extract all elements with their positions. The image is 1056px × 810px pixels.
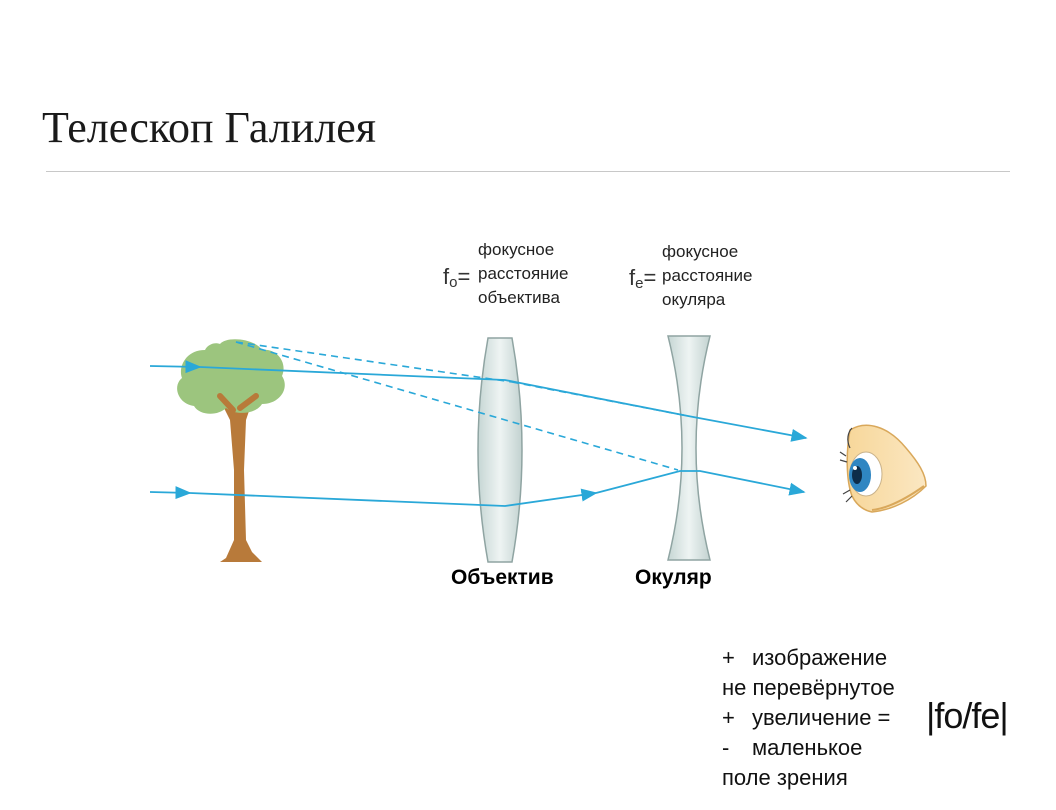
eyepiece-focal-description: фокусное расстояние окуляра xyxy=(662,242,753,309)
objective-focal-symbol: fo= xyxy=(443,264,471,291)
list-item: поле зрения xyxy=(722,765,848,790)
objective-label: Объектив xyxy=(451,566,554,589)
tree xyxy=(177,339,285,562)
properties-list: +изображение не перевёрнутое +увеличение… xyxy=(722,643,895,793)
tree-crown xyxy=(177,339,285,414)
list-item: +увеличение = xyxy=(722,705,891,730)
list-item: +изображение xyxy=(722,645,888,670)
light-rays xyxy=(149,360,808,507)
virtual-rays xyxy=(235,341,689,471)
page-title: Телескоп Галилея xyxy=(42,103,377,152)
tree-trunk xyxy=(220,400,262,562)
eyepiece-lens xyxy=(667,335,711,561)
eye-icon xyxy=(839,424,927,513)
title-divider xyxy=(46,171,1010,172)
list-item: -маленькое xyxy=(722,735,863,760)
objective-lens xyxy=(477,337,523,563)
eyepiece-focal-symbol: fe= xyxy=(629,265,657,292)
magnification-formula: |fo/fe| xyxy=(926,695,1009,736)
list-item: не перевёрнутое xyxy=(722,675,895,700)
eyepiece-label: Окуляр xyxy=(635,566,712,589)
objective-focal-description: фокусное расстояние объектива xyxy=(478,240,569,307)
